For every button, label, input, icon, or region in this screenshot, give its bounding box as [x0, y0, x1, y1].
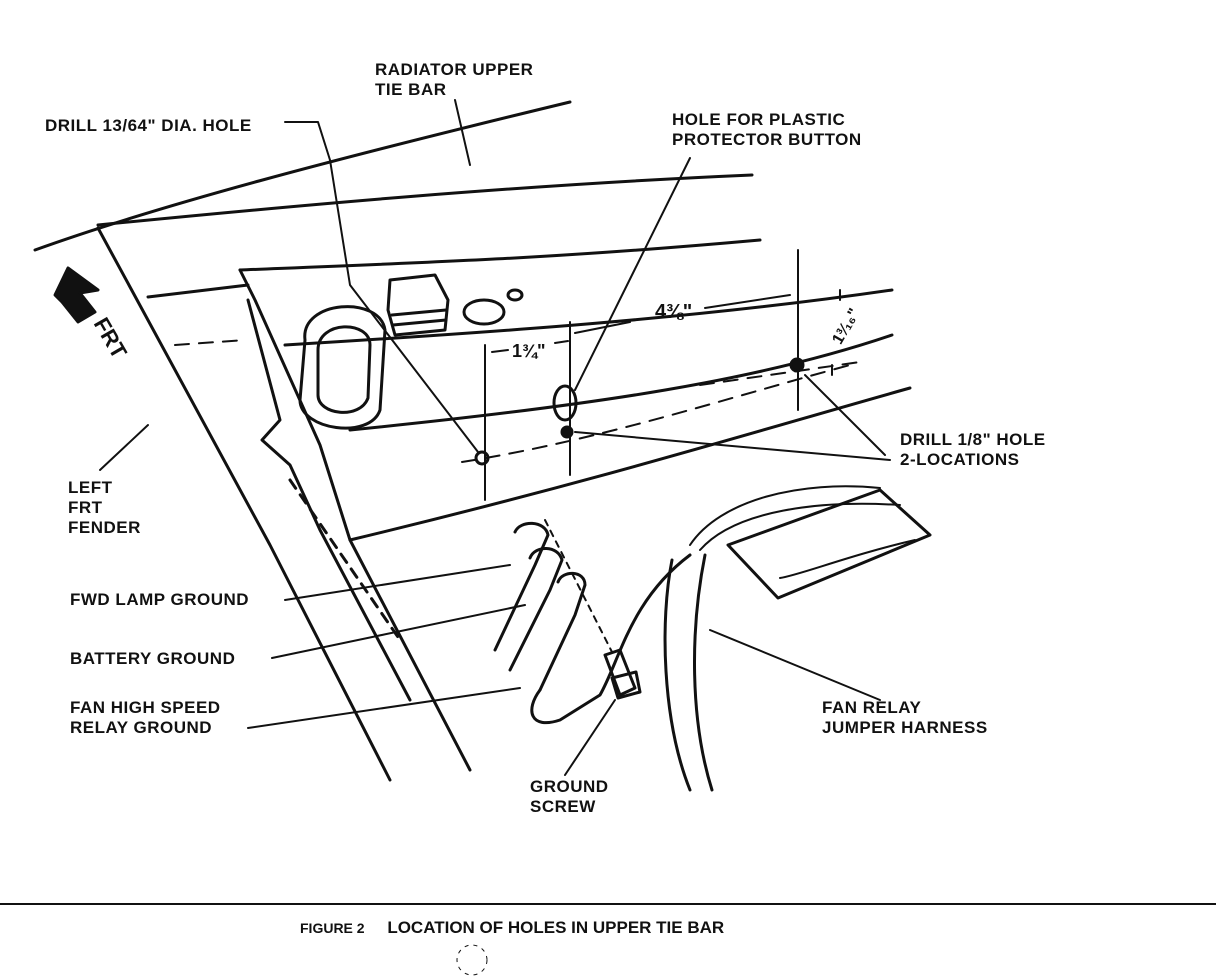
figure-number: FIGURE 2	[300, 920, 365, 936]
terminal-fan-high	[538, 571, 587, 692]
drill-hole-1364	[474, 450, 490, 466]
dim-text-1-3-4: 1¾"	[512, 341, 546, 361]
bar-dash-line-3	[699, 361, 861, 386]
label-fan-relay-line2: JUMPER HARNESS	[822, 718, 988, 737]
label-left-fender: LEFT FRT FENDER	[68, 478, 141, 538]
label-hole-plastic: HOLE FOR PLASTIC PROTECTOR BUTTON	[672, 110, 862, 150]
dim-line-4-3-8	[574, 294, 791, 334]
tie-bar-lower-edge-1	[283, 288, 894, 347]
label-left-fender-line3: FENDER	[68, 518, 141, 537]
label-fan-high-line2: RELAY GROUND	[70, 718, 213, 737]
label-ground-screw-line2: SCREW	[530, 797, 596, 816]
figure-caption: FIGURE 2 LOCATION OF HOLES IN UPPER TIE …	[300, 918, 724, 938]
slot-opening-outer	[298, 305, 387, 430]
label-fwd-lamp-ground: FWD LAMP GROUND	[70, 590, 250, 609]
figure-title: LOCATION OF HOLES IN UPPER TIE BAR	[387, 918, 725, 937]
label-battery-ground: BATTERY GROUND	[70, 649, 236, 668]
label-fan-high-speed: FAN HIGH SPEED RELAY GROUND	[70, 698, 221, 738]
leader-left-fender	[99, 424, 149, 471]
fender-outer-line	[96, 226, 392, 782]
label-drill-18-line1: DRILL 1/8" HOLE	[900, 430, 1046, 449]
tie-bar-lower-edge-2	[348, 333, 894, 432]
leader-drill-18-a	[574, 431, 891, 461]
tie-bar-flange-line	[146, 283, 250, 299]
button-hole	[462, 298, 506, 326]
protector-button-ring-2	[391, 318, 448, 327]
tie-bar-front-edge	[96, 173, 754, 227]
leader-fan-relay	[709, 629, 881, 701]
label-fan-high-line1: FAN HIGH SPEED	[70, 698, 221, 717]
leader-drill-1364	[284, 121, 479, 453]
label-hole-plastic-line1: HOLE FOR PLASTIC	[672, 110, 846, 129]
relay-connector-face	[779, 539, 916, 579]
label-hole-plastic-line2: PROTECTOR BUTTON	[672, 130, 862, 149]
label-radiator-line1: RADIATOR UPPER	[375, 60, 534, 79]
label-drill-1364: DRILL 13/64" DIA. HOLE	[45, 116, 252, 135]
leader-plastic-button	[574, 157, 691, 391]
plastic-button-hole	[552, 384, 578, 422]
leader-battery	[271, 604, 526, 659]
label-left-fender-line2: FRT	[68, 498, 103, 517]
protector-button-icon	[386, 273, 450, 337]
dim-line-1-3-16	[831, 289, 841, 376]
frt-arrow-icon	[53, 266, 100, 324]
label-radiator-line2: TIE BAR	[375, 80, 447, 99]
leader-fan-high	[247, 687, 521, 729]
label-left-fender-line1: LEFT	[68, 478, 113, 497]
relay-connector	[726, 488, 932, 600]
bar-dash-line-1	[174, 339, 246, 346]
terminal-dash	[544, 519, 613, 653]
leader-radiator	[454, 99, 471, 166]
leader-ground-screw	[564, 699, 616, 776]
label-fan-relay-line1: FAN RELAY	[822, 698, 922, 717]
label-ground-screw: GROUND SCREW	[530, 777, 609, 817]
bar-dash-line-2	[461, 364, 851, 463]
fender-flange	[246, 298, 412, 702]
fan-high-wire	[530, 553, 692, 725]
leader-fwd-lamp	[284, 564, 511, 601]
label-drill-18: DRILL 1/8" HOLE 2-LOCATIONS	[900, 430, 1046, 470]
protector-button-ring-1	[390, 308, 448, 317]
label-ground-screw-line1: GROUND	[530, 777, 609, 796]
tie-bar-flange-top	[238, 238, 762, 272]
ground-screw-head	[610, 670, 642, 700]
label-drill-18-line2: 2-LOCATIONS	[900, 450, 1020, 469]
fender-inner-line	[238, 268, 472, 772]
slot-opening-inner	[316, 325, 372, 414]
harness-wires	[689, 485, 901, 551]
tie-bar-bottom-edge	[348, 386, 912, 542]
label-fan-relay-harness: FAN RELAY JUMPER HARNESS	[822, 698, 988, 738]
dim-line-1-3-4	[491, 340, 569, 353]
small-hole	[506, 288, 524, 302]
dim-text-4-3-8: 4⅜"	[655, 301, 692, 323]
jumper-harness-conduit	[663, 553, 714, 792]
ground-screw-icon	[603, 648, 637, 697]
label-radiator-tie-bar: RADIATOR UPPER TIE BAR	[375, 60, 533, 100]
tie-bar-top-edge	[33, 100, 572, 252]
binder-hole-mark	[456, 944, 488, 976]
leader-drill-18-b	[804, 374, 886, 456]
terminal-battery	[508, 547, 564, 672]
dim-text-1-3-16: 1³⁄₁₆"	[829, 306, 863, 348]
frt-label: FRT	[89, 313, 132, 363]
fender-dash-line	[288, 478, 402, 642]
terminal-fwd-lamp	[493, 521, 550, 652]
